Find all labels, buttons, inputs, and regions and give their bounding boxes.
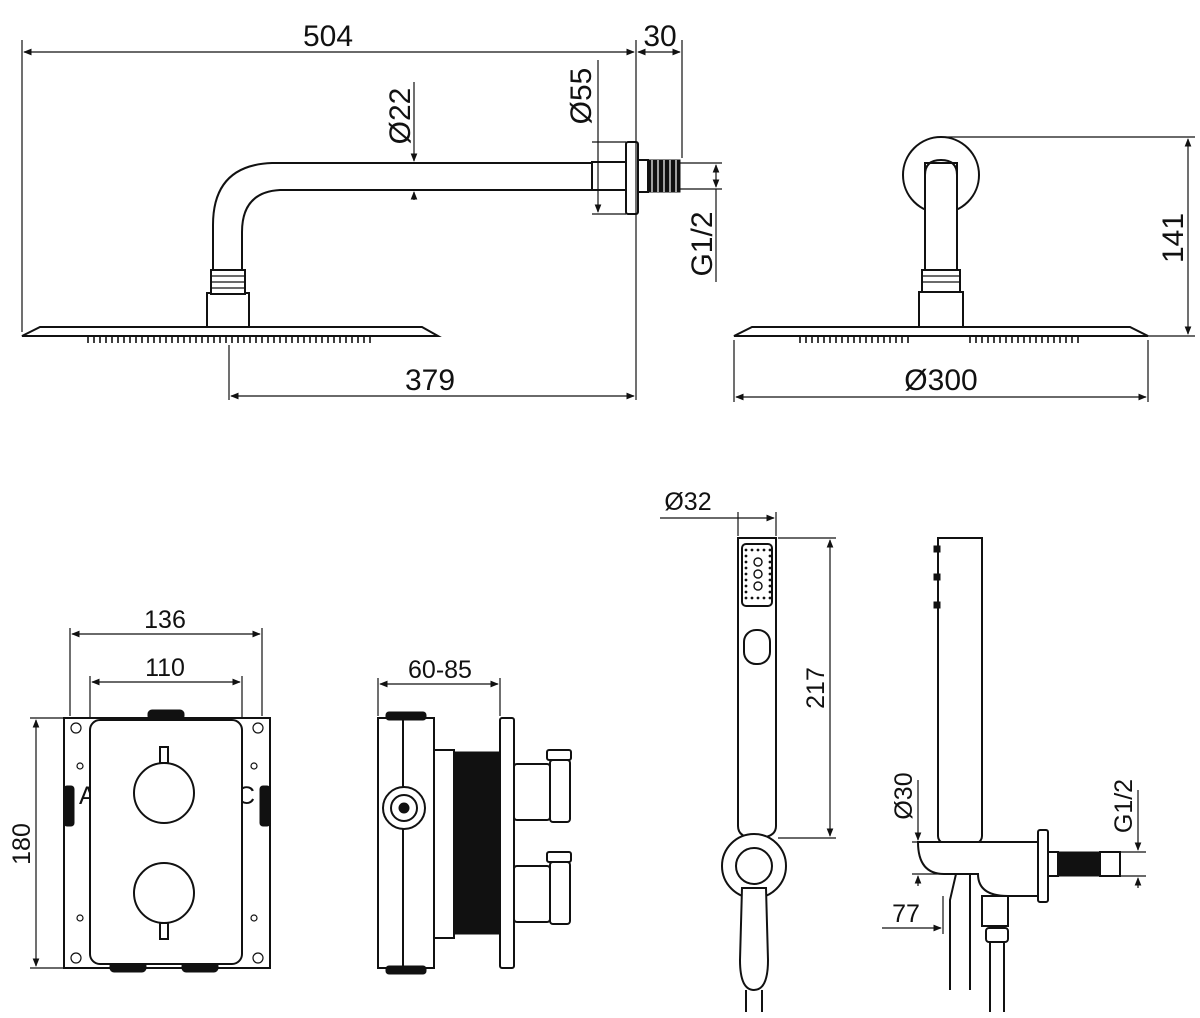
- wall-holder: [916, 841, 1045, 897]
- head-plate: [21, 326, 442, 337]
- dim-handshower-length: 217: [802, 667, 830, 709]
- dim-flange-depth: 30: [643, 20, 676, 53]
- dim-handshower-diameter: Ø32: [664, 488, 711, 516]
- flow-knob-side: [549, 861, 571, 925]
- front-connector: [918, 291, 964, 328]
- hand-shower-front-view: Ø32 217: [660, 488, 836, 1012]
- mixing-cartridge: [453, 751, 501, 935]
- shower-head-front-view: 141 Ø300: [733, 136, 1195, 402]
- dim-head-diameter: Ø300: [904, 364, 977, 397]
- dim-box-height: 180: [8, 823, 36, 865]
- dim-arm-length: 504: [303, 20, 353, 53]
- hose-connector: [738, 887, 770, 992]
- cover-plate: [89, 719, 243, 965]
- dim-plate-width: 110: [145, 654, 185, 682]
- shower-arm: [212, 162, 592, 270]
- mode-button: [743, 629, 771, 665]
- dim-head-offset: 379: [405, 364, 455, 397]
- front-arm: [924, 162, 958, 274]
- hand-shower-side-view: Ø30 77 G1/2: [882, 537, 1146, 1012]
- side-cover-plate: [499, 717, 515, 969]
- dim-box-outer-width: 136: [144, 606, 186, 634]
- dim-depth-range: 60-85: [408, 656, 472, 684]
- head-nozzles: [87, 337, 371, 343]
- mixer-front-view: A C 136 110 180: [8, 606, 271, 973]
- front-head-plate: [733, 326, 1149, 337]
- mixer-side-view: 60-85: [377, 656, 572, 975]
- handshower-side-body: [937, 537, 983, 848]
- front-swivel-nut: [921, 269, 961, 293]
- dim-flange-diameter: Ø55: [565, 68, 598, 125]
- holder-thread: [1057, 851, 1101, 877]
- shower-head-side-view: 504 30 379 Ø22 Ø55 G1/2: [21, 20, 722, 400]
- dim-pipe-diameter: Ø22: [384, 88, 417, 145]
- spray-face-dots: [744, 548, 772, 600]
- holder-wall-flange: [1037, 829, 1049, 903]
- dim-holder-thread: G1/2: [1110, 779, 1138, 833]
- dim-holder-depth: 77: [892, 900, 920, 928]
- head-connector: [206, 292, 250, 328]
- temperature-knob: [133, 762, 195, 824]
- box-side-body: [377, 717, 435, 969]
- dim-thread: G1/2: [686, 211, 719, 276]
- dim-holder-diameter: Ø30: [890, 772, 918, 819]
- flow-knob: [133, 862, 195, 924]
- temperature-knob-side: [549, 759, 571, 823]
- dim-arm-height: 141: [1157, 213, 1190, 263]
